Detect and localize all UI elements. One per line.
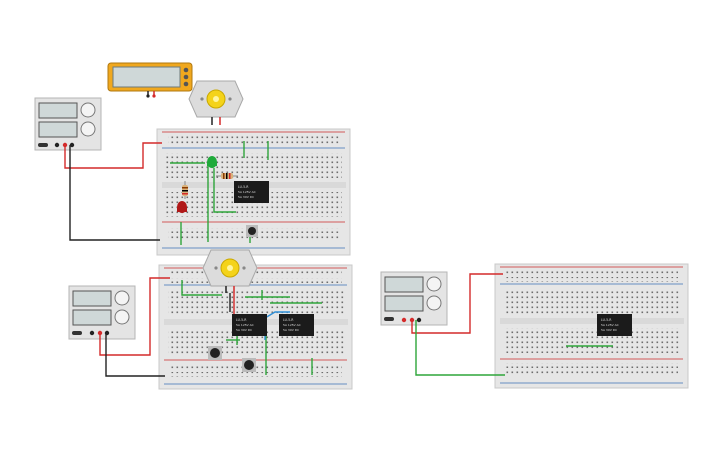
- breadboard-3[interactable]: [494, 263, 689, 389]
- relay-spec-ac: 5A 125V AC: [238, 190, 256, 194]
- power-supply-3[interactable]: [380, 271, 448, 326]
- led-red[interactable]: [177, 201, 187, 213]
- resistor-2[interactable]: [216, 173, 238, 179]
- power-supply-1[interactable]: [34, 97, 102, 151]
- wire-green[interactable]: [181, 280, 222, 296]
- wire-red[interactable]: [411, 273, 503, 334]
- relay-spec-dc: 5A 30V DC: [238, 195, 254, 199]
- relay-spec-ac: 5A 125V AC: [236, 323, 254, 327]
- wire-black[interactable]: [69, 145, 160, 241]
- led-green[interactable]: [207, 156, 217, 168]
- wire-green[interactable]: [415, 320, 505, 376]
- pushbutton-1[interactable]: [246, 225, 258, 237]
- relay-label: LU-5-R: [601, 318, 612, 322]
- dc-motor-1[interactable]: [188, 80, 244, 125]
- relay-3[interactable]: LU-5-R 5A 125V AC 5A 30V DC: [279, 314, 314, 336]
- relay-2[interactable]: LU-5-R 5A 125V AC 5A 30V DC: [232, 314, 267, 336]
- relay-4[interactable]: LU-5-R 5A 125V AC 5A 30V DC: [597, 314, 632, 336]
- multimeter-1[interactable]: [107, 62, 193, 98]
- relay-label: LU-5-R: [283, 318, 294, 322]
- relay-spec-dc: 5A 30V DC: [236, 328, 252, 332]
- relay-spec-ac: 5A 125V AC: [283, 323, 301, 327]
- power-supply-2[interactable]: [68, 285, 136, 340]
- relay-1[interactable]: LU-5-R 5A 125V AC 5A 30V DC: [234, 181, 269, 203]
- relay-label: LU-5-R: [238, 185, 249, 189]
- wire-red[interactable]: [64, 142, 162, 169]
- pushbutton-2[interactable]: [208, 346, 222, 360]
- relay-label: LU-5-R: [236, 318, 247, 322]
- dc-motor-2[interactable]: [202, 249, 258, 293]
- relay-spec-dc: 5A 30V DC: [283, 328, 299, 332]
- wire-black[interactable]: [105, 333, 165, 377]
- relay-spec-dc: 5A 30V DC: [601, 328, 617, 332]
- pushbutton-3[interactable]: [242, 358, 256, 372]
- wire-red[interactable]: [99, 277, 170, 356]
- wire-green[interactable]: [213, 168, 236, 213]
- relay-spec-ac: 5A 125V AC: [601, 323, 619, 327]
- resistor-1[interactable]: [182, 181, 188, 199]
